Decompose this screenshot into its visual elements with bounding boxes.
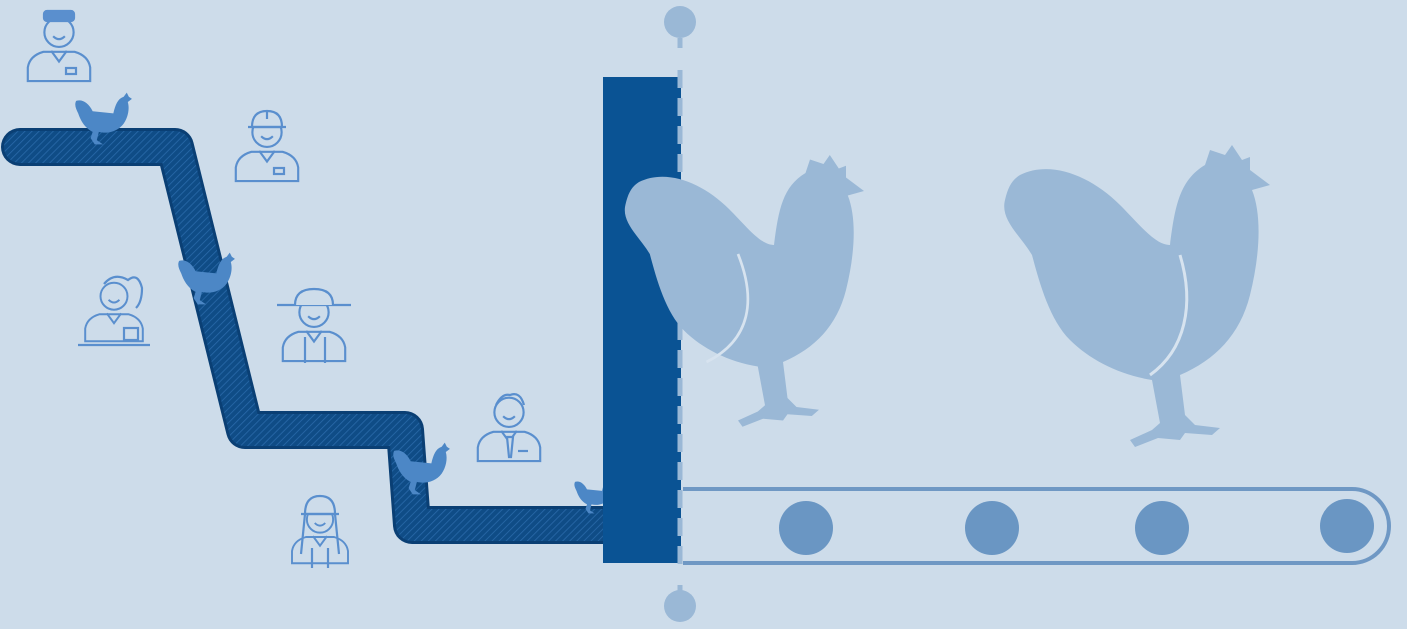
conveyor-roller xyxy=(1135,501,1189,555)
conveyor-roller xyxy=(1320,499,1374,553)
conveyor-roller xyxy=(779,501,833,555)
processing-wall xyxy=(603,77,681,563)
conveyor-roller xyxy=(965,501,1019,555)
